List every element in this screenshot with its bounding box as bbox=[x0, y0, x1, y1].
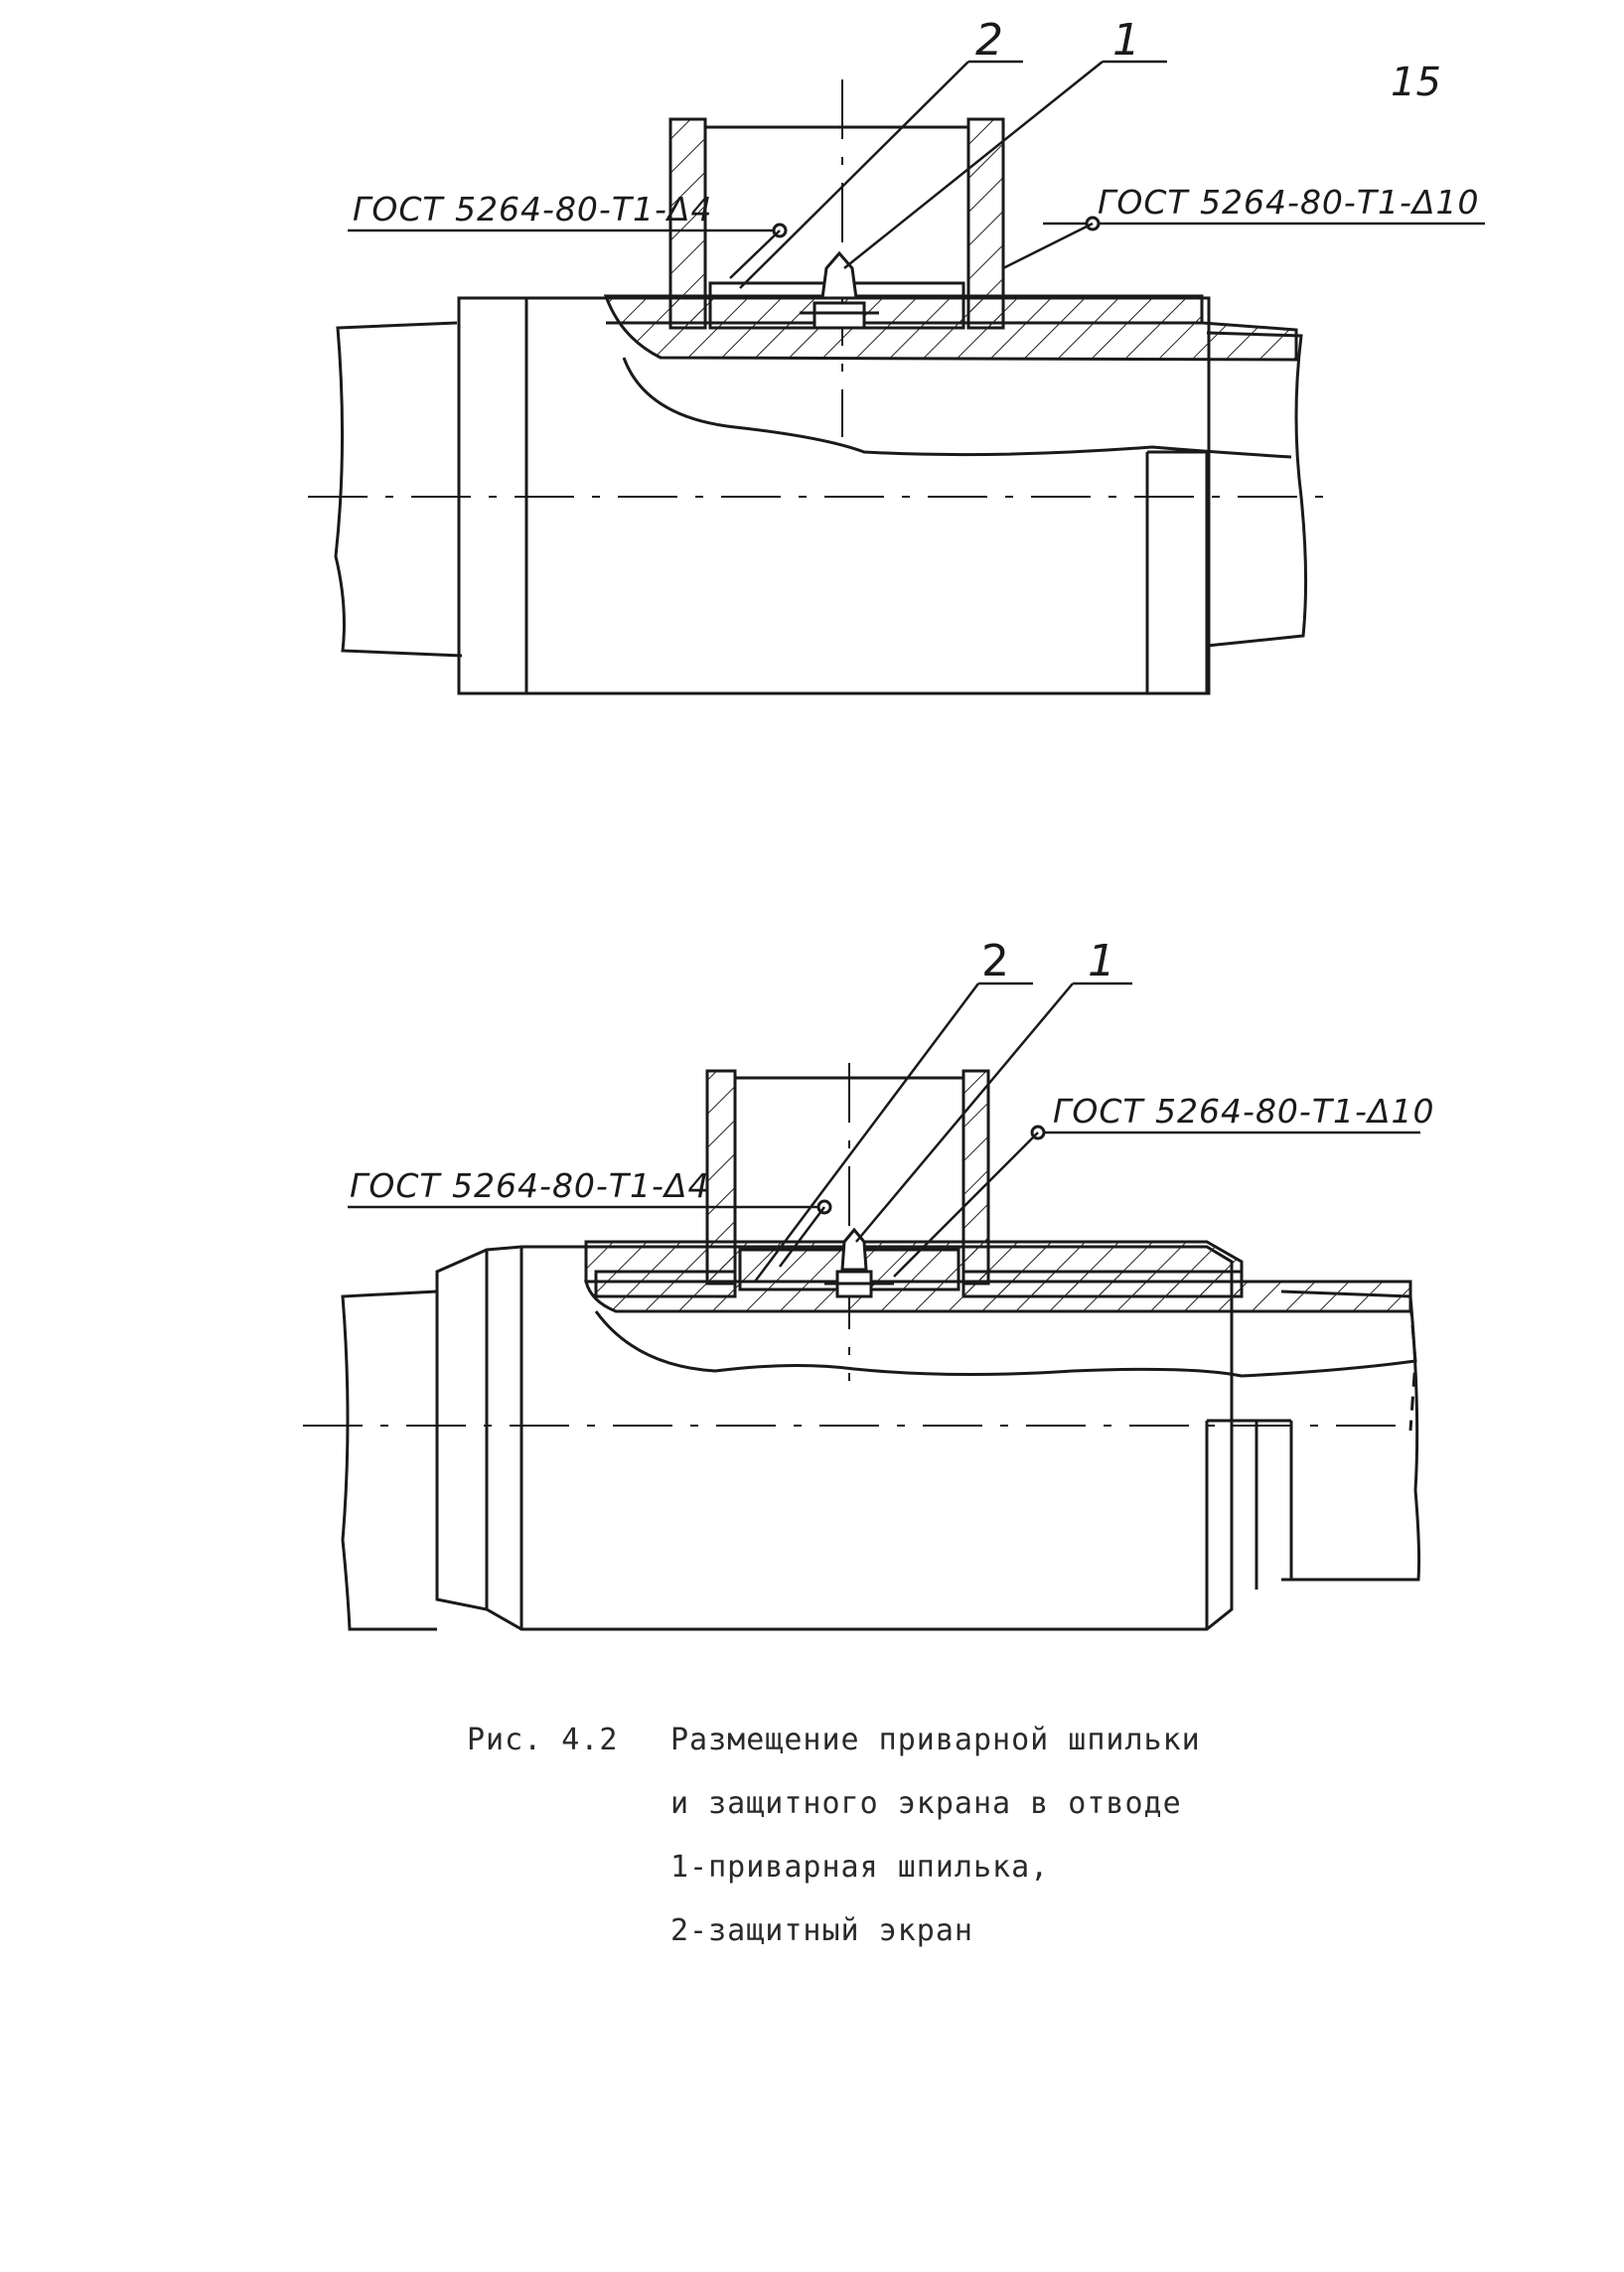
bottom-elbow-body bbox=[435, 1245, 1234, 1631]
bottom-pipe-wall bbox=[584, 1280, 1412, 1313]
caption-line-4: 2-защитный экран bbox=[670, 1913, 973, 1948]
bottom-callout-1: 1 bbox=[1088, 936, 1115, 986]
top-figure bbox=[308, 60, 1485, 695]
top-weld-label-left: ГОСТ 5264-80-Т1-Δ4 bbox=[353, 190, 712, 228]
top-left-pipe bbox=[334, 321, 463, 658]
top-welded-stud bbox=[820, 250, 858, 300]
caption-figure-label: Рис. 4.2 bbox=[467, 1723, 619, 1757]
top-weld-label-right: ГОСТ 5264-80-Т1-Δ10 bbox=[1098, 183, 1479, 222]
caption-line-1: Размещение приварной шпильки bbox=[670, 1723, 1201, 1757]
bottom-figure bbox=[303, 982, 1421, 1631]
bottom-weld-label-right: ГОСТ 5264-80-Т1-Δ10 bbox=[1053, 1092, 1434, 1131]
top-right-pipe bbox=[1206, 331, 1308, 648]
top-callout-1: 1 bbox=[1112, 15, 1140, 66]
bottom-callout-2: 2 bbox=[981, 936, 1009, 986]
caption-line-3: 1-приварная шпилька, bbox=[670, 1850, 1050, 1885]
top-cutaway-break bbox=[622, 357, 1292, 459]
bottom-left-pipe bbox=[341, 1289, 438, 1631]
bottom-cutaway-break bbox=[594, 1310, 1416, 1378]
top-callout-2: 2 bbox=[975, 15, 1003, 66]
bottom-welded-stud bbox=[840, 1227, 868, 1272]
bottom-weld-label-left: ГОСТ 5264-80-Т1-Δ4 bbox=[350, 1166, 709, 1205]
caption-line-2: и защитного экрана в отводе bbox=[670, 1786, 1182, 1821]
bottom-right-pipe bbox=[1280, 1289, 1421, 1582]
page-number: 15 bbox=[1391, 60, 1441, 105]
figure-caption: Рис. 4.2 Размещение приварной шпильки и з… bbox=[467, 1709, 1201, 1963]
